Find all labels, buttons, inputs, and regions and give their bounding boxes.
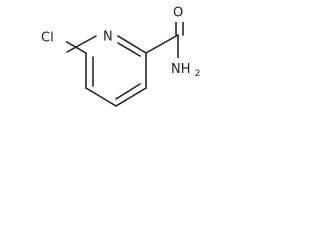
bond-c4-c5	[85, 87, 117, 107]
chlorine-background	[40, 29, 66, 47]
bond-c6-n1	[66, 35, 97, 53]
chlorine-label: Cl	[41, 31, 54, 46]
carbonyl-oxygen-label: O	[173, 6, 183, 21]
ring-nitrogen-background	[101, 28, 115, 45]
bond-c2-carbonyl	[145, 34, 179, 54]
chemical-structure-diagram: N O Cl NH 2	[40, 5, 205, 107]
ring-nitrogen-label: N	[103, 30, 113, 45]
bond-n1-c2-inner	[117, 42, 141, 57]
bond-c3-c4	[115, 87, 147, 107]
amide-nh-subscript: 2	[195, 69, 201, 79]
oxygen-background	[171, 5, 187, 22]
bond-c6-cl	[64, 40, 87, 54]
bond-n1-c2	[117, 35, 147, 54]
amide-nh-main: NH	[171, 62, 191, 77]
amide-background	[168, 58, 205, 77]
amide-nh-label: NH 2	[171, 62, 200, 79]
bond-c3-c4-inner	[115, 83, 141, 100]
